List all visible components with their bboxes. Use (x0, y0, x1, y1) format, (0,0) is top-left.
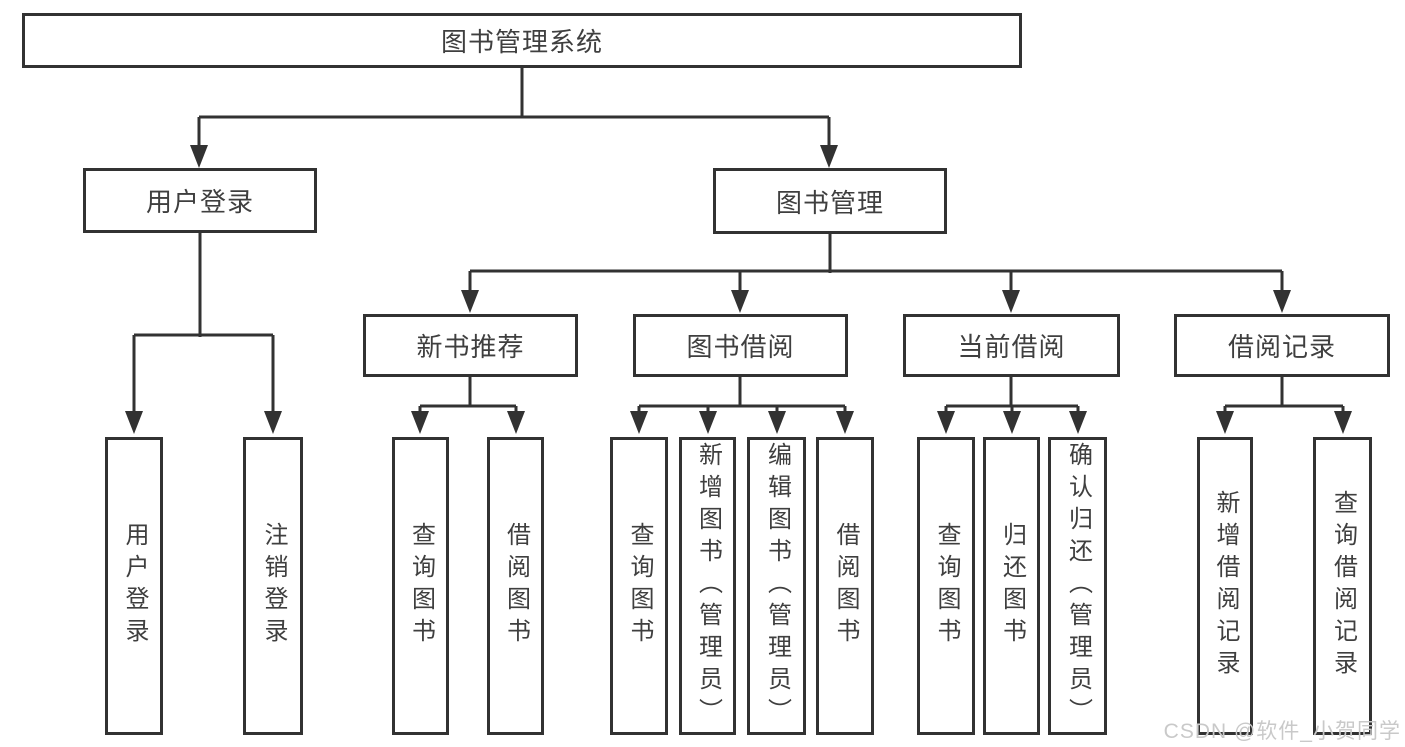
leaf-recommend-query-book: 查询图书 (392, 437, 449, 735)
leaf-borrow-edit-book-admin: 编辑图书（管理员） (747, 437, 806, 735)
leaf-current-query-book-label: 查询图书 (933, 522, 960, 650)
node-new-book-recommend: 新书推荐 (363, 314, 578, 377)
leaf-current-query-book: 查询图书 (917, 437, 975, 735)
leaf-borrow-query-book-label: 查询图书 (626, 522, 653, 650)
leaf-current-confirm-return-admin: 确认归还（管理员） (1048, 437, 1107, 735)
watermark: CSDN @软件_小贺同学 (1163, 720, 1401, 743)
leaf-records-add-record-label: 新增借阅记录 (1212, 490, 1239, 682)
node-book-borrow: 图书借阅 (633, 314, 848, 377)
leaf-user-login-label: 用户登录 (121, 522, 148, 650)
leaf-logout-label: 注销登录 (260, 522, 287, 650)
leaf-records-add-record: 新增借阅记录 (1197, 437, 1253, 735)
leaf-borrow-edit-book-admin-label: 编辑图书（管理员） (763, 442, 791, 730)
leaf-user-login: 用户登录 (105, 437, 163, 735)
leaf-borrow-borrow-book: 借阅图书 (816, 437, 874, 735)
node-current-borrow: 当前借阅 (903, 314, 1120, 377)
leaf-records-query-record-label: 查询借阅记录 (1329, 490, 1357, 682)
leaf-borrow-query-book: 查询图书 (610, 437, 668, 735)
leaf-recommend-borrow-book-label: 借阅图书 (502, 522, 530, 650)
leaf-recommend-borrow-book: 借阅图书 (487, 437, 544, 735)
leaf-borrow-add-book-admin-label: 新增图书（管理员） (694, 442, 722, 730)
node-root: 图书管理系统 (22, 13, 1022, 68)
node-user-login: 用户登录 (83, 168, 317, 233)
leaf-borrow-borrow-book-label: 借阅图书 (832, 522, 859, 650)
leaf-logout: 注销登录 (243, 437, 303, 735)
leaf-current-confirm-return-admin-label: 确认归还（管理员） (1064, 442, 1092, 730)
leaf-records-query-record: 查询借阅记录 (1313, 437, 1372, 735)
leaf-recommend-query-book-label: 查询图书 (407, 522, 435, 650)
node-borrow-records: 借阅记录 (1174, 314, 1390, 377)
leaf-current-return-book-label: 归还图书 (998, 522, 1026, 650)
leaf-borrow-add-book-admin: 新增图书（管理员） (679, 437, 736, 735)
leaf-current-return-book: 归还图书 (983, 437, 1040, 735)
node-book-management: 图书管理 (713, 168, 947, 234)
